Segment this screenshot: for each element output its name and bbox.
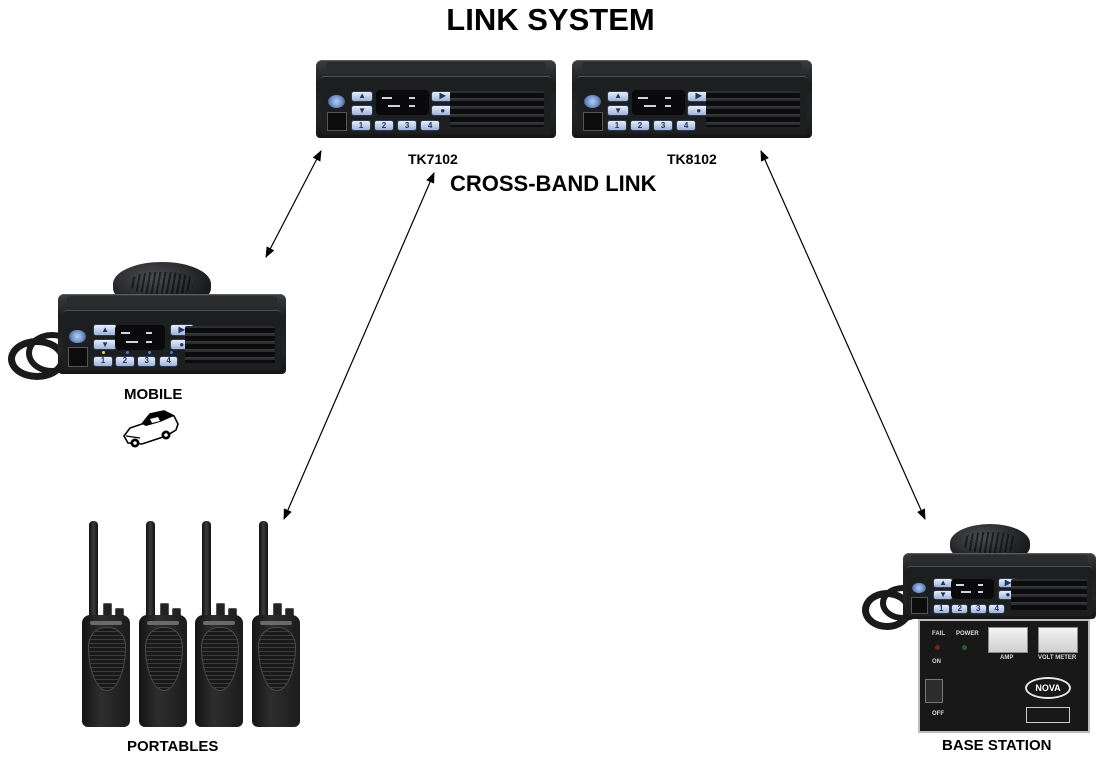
mic-jack (582, 111, 603, 132)
link-arrow-tk7102-mobile (265, 150, 322, 258)
amp-label: AMP (1000, 655, 1014, 661)
power-switch[interactable] (925, 679, 943, 703)
mobile-radio: ▲ ▼ ▶ ● 1 2 3 4 (58, 294, 286, 374)
mic-jack (911, 596, 929, 614)
link-arrow-tk7102-portables (283, 172, 435, 520)
base-station-radio: ▲ ▼ ▶ ● 1 2 3 4 (903, 553, 1096, 619)
power-button-icon (327, 94, 345, 108)
power-button-icon (583, 94, 601, 108)
on-label: ON (932, 659, 941, 665)
power-supply: FAIL POWER ON OFF AMP VOLT METER NOVA (918, 619, 1090, 733)
power-label: POWER (956, 631, 979, 637)
portables-label: PORTABLES (127, 738, 219, 755)
link-arrow-tk8102-base (760, 150, 926, 520)
base-station-label: BASE STATION (942, 737, 1052, 754)
mic-jack (326, 111, 347, 132)
power-led-icon (962, 645, 967, 650)
tk7102-radio: ▲ ▼ ▶ ● 1 2 3 4 (316, 60, 556, 138)
tk8102-label: TK8102 (667, 151, 717, 167)
amp-meter-icon (988, 627, 1028, 653)
off-label: OFF (932, 711, 944, 717)
tk8102-radio: ▲ ▼ ▶ ● 1 2 3 4 (572, 60, 812, 138)
nova-logo: NOVA (1025, 677, 1071, 699)
power-button-icon (912, 582, 927, 594)
spec-plate (1026, 707, 1070, 723)
diagram-title: LINK SYSTEM (446, 2, 655, 37)
handheld-radio-icon (82, 521, 132, 729)
car-icon (123, 410, 179, 448)
fail-led-icon (935, 645, 940, 650)
volt-meter-label: VOLT METER (1038, 655, 1077, 661)
handheld-radio-icon (195, 521, 245, 729)
handheld-radio-icon (139, 521, 189, 729)
tk7102-label: TK7102 (408, 151, 458, 167)
volt-meter-icon (1038, 627, 1078, 653)
cross-band-link-label: CROSS-BAND LINK (450, 171, 657, 196)
fail-label: FAIL (932, 631, 945, 637)
power-button-icon (69, 329, 86, 343)
mobile-label: MOBILE (124, 386, 183, 403)
mic-jack (68, 347, 88, 368)
handheld-radio-icon (252, 521, 302, 729)
